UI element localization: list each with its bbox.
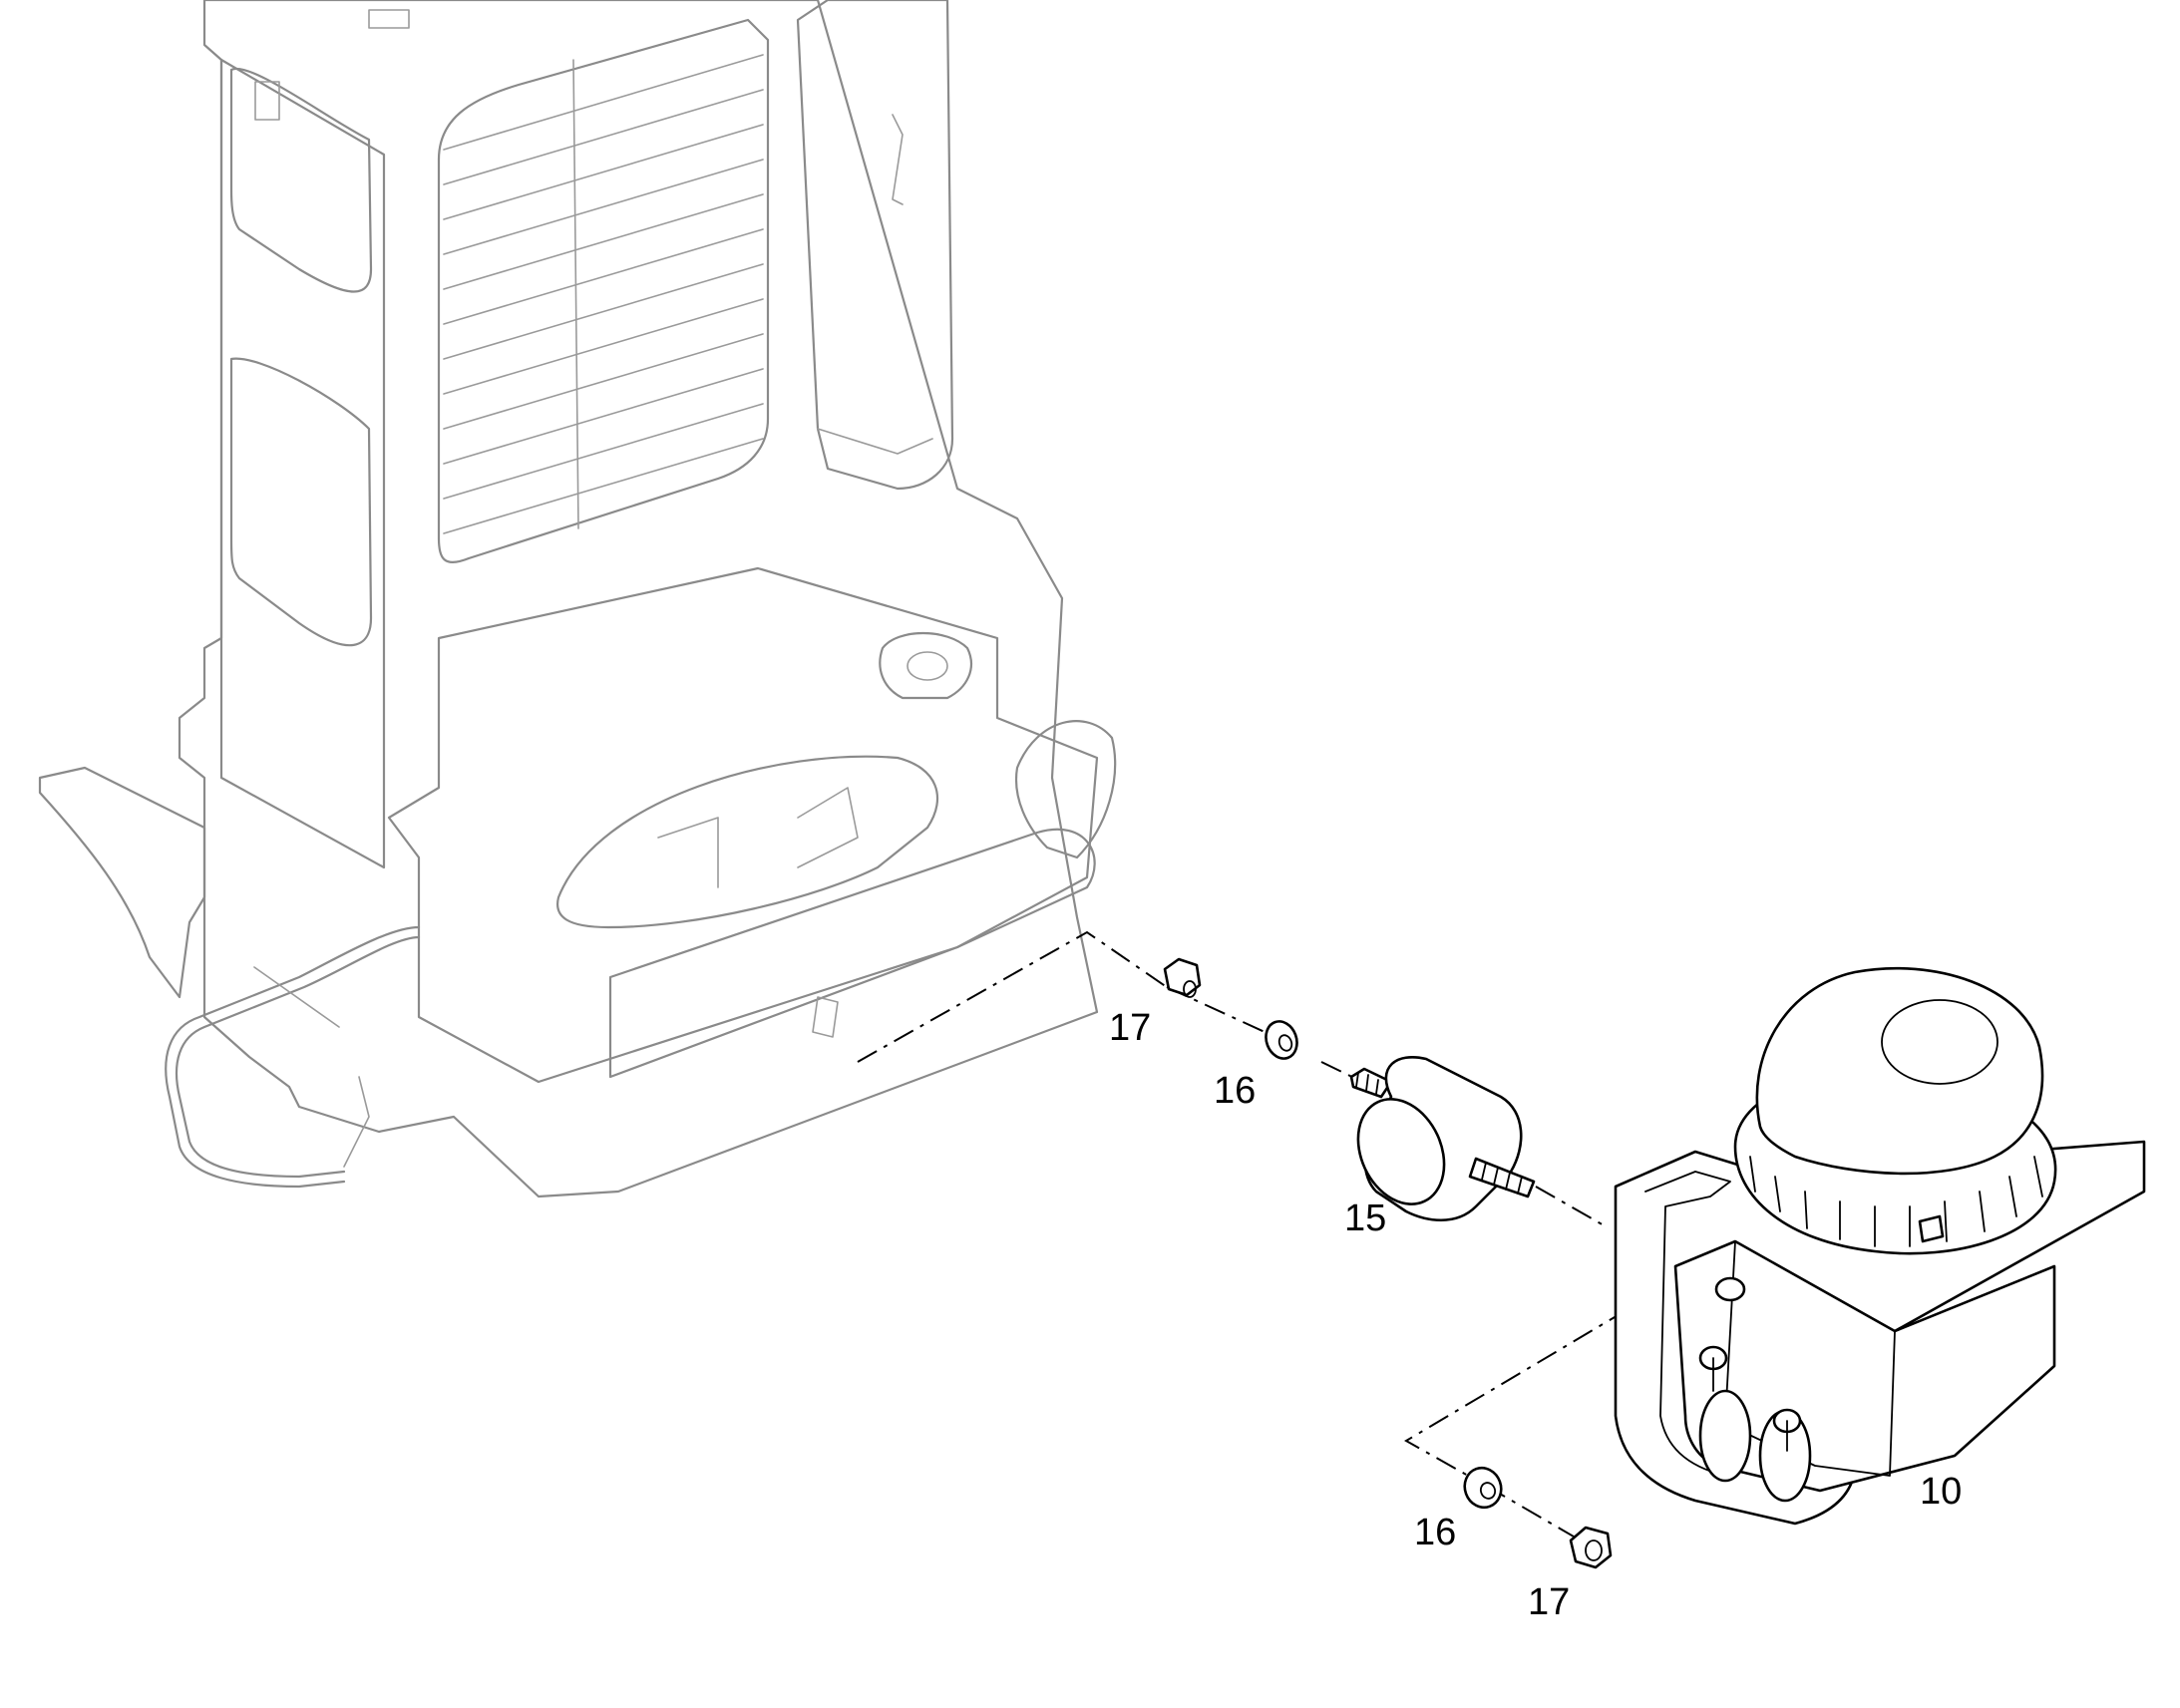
hex-nut-upper: [1163, 957, 1202, 998]
callout-air-filter: 10: [1920, 1471, 1963, 1513]
rubber-isolator-mount: [1349, 1056, 1536, 1222]
hex-nut-lower: [1569, 1526, 1613, 1569]
flat-washer-upper: [1265, 1020, 1298, 1060]
ring-nut-ribs: [1749, 1156, 2043, 1247]
callout-nut-upper: 17: [1109, 1007, 1152, 1049]
flat-washer-lower: [1463, 1466, 1503, 1510]
callout-nut-lower: 17: [1528, 1581, 1571, 1623]
callout-washer-upper: 16: [1214, 1070, 1257, 1112]
louver-slats: [443, 54, 764, 534]
machine-frame: [38, 0, 1117, 1198]
callout-isolator: 15: [1344, 1197, 1387, 1239]
callout-washer-lower: 16: [1414, 1512, 1457, 1553]
leader-lines: [857, 930, 1701, 1544]
air-filter-assembly: [1614, 966, 2146, 1526]
